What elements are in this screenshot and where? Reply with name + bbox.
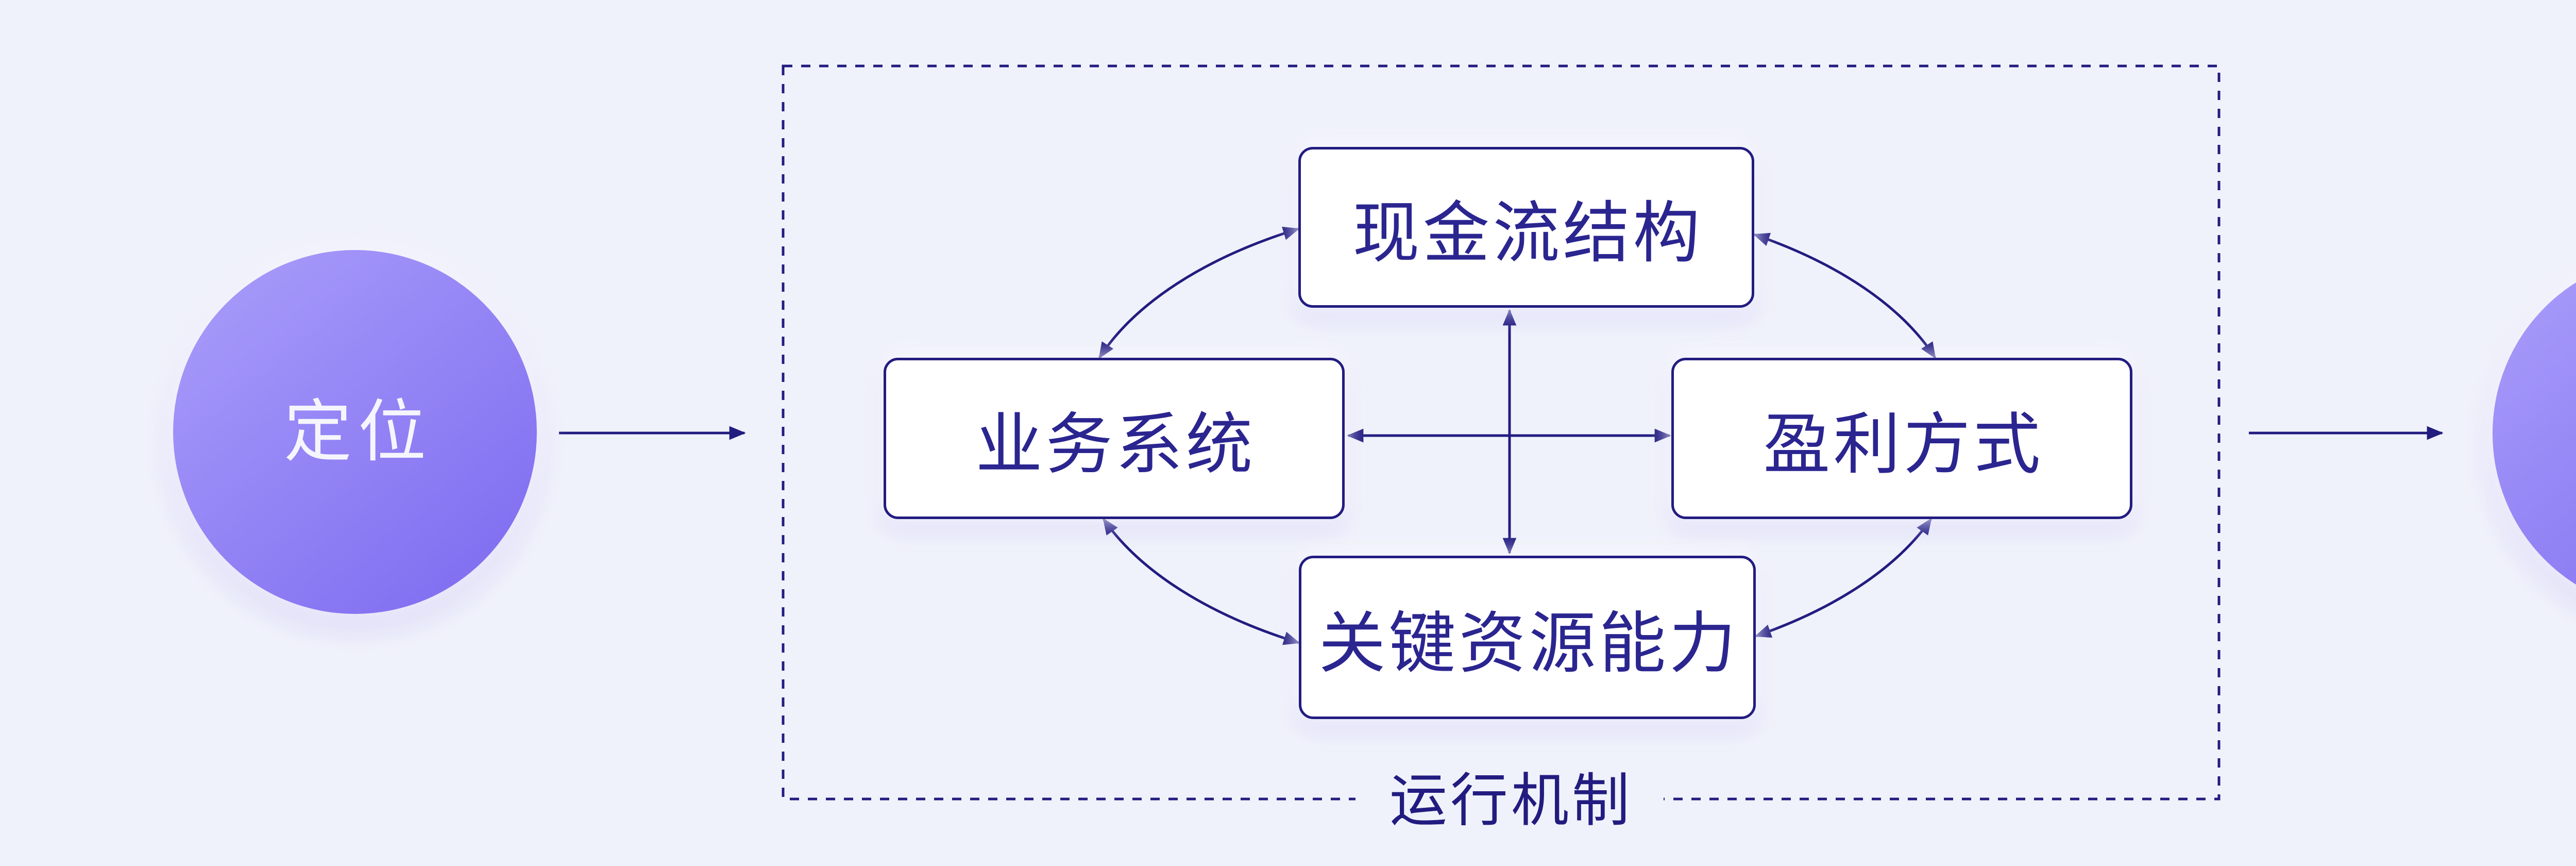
box-business-system: 业务系统 bbox=[884, 358, 1345, 519]
operating-mechanism-label: 运行机制 bbox=[1355, 754, 1664, 838]
arc-business-to-cashflow bbox=[1098, 226, 1300, 359]
box-key-resources-capabilities: 关键资源能力 bbox=[1299, 556, 1756, 719]
cash-flow-structure-label: 现金流结构 bbox=[1352, 194, 1703, 272]
box-cash-flow-structure: 现金流结构 bbox=[1298, 147, 1754, 308]
arc-resources-to-business bbox=[1102, 518, 1300, 645]
profit-model-label: 盈利方式 bbox=[1763, 405, 2044, 484]
positioning-circle: 定位 bbox=[173, 250, 537, 614]
business-system-label: 业务系统 bbox=[975, 405, 1256, 484]
arc-profit-to-resources bbox=[1754, 518, 1933, 638]
arc-cashflow-to-profit bbox=[1753, 232, 1937, 359]
box-profit-model: 盈利方式 bbox=[1671, 358, 2132, 519]
key-resources-capabilities-label: 关键资源能力 bbox=[1318, 604, 1739, 682]
positioning-label: 定位 bbox=[284, 392, 432, 472]
